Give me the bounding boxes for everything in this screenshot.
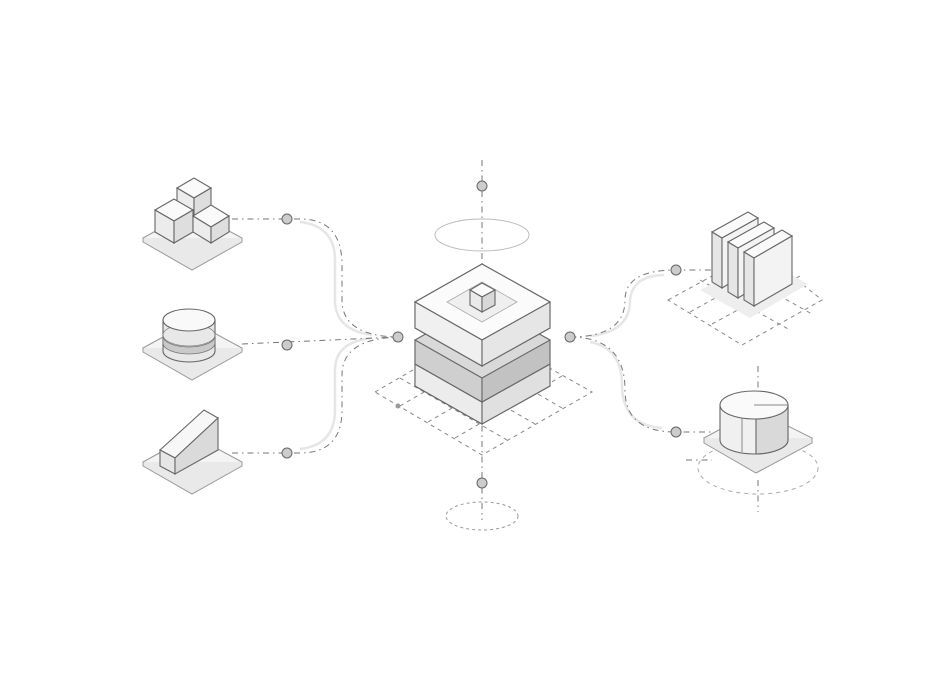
ghost-curve-right-top xyxy=(589,273,665,338)
node-dot xyxy=(564,331,576,343)
node-dot xyxy=(281,339,293,351)
ghost-curve-top xyxy=(299,220,373,337)
right-connectors xyxy=(564,264,712,438)
node-dot xyxy=(476,180,488,192)
hub-axis xyxy=(434,160,530,531)
grid-dot xyxy=(395,403,401,409)
orbit-ring-bottom xyxy=(445,501,519,531)
connector-pie xyxy=(569,336,712,433)
database-cylinder-icon xyxy=(141,308,244,381)
node-dot xyxy=(281,213,293,225)
node-dot xyxy=(392,331,404,343)
stacked-cubes-icon xyxy=(141,177,244,271)
ghost-curve-right-bottom xyxy=(589,340,663,430)
connector-database xyxy=(241,336,399,345)
left-connectors xyxy=(232,213,404,459)
pie-cylinder-icon xyxy=(686,366,819,512)
connector-ramp xyxy=(232,336,399,454)
node-dot xyxy=(670,264,682,276)
node-dot xyxy=(670,426,682,438)
ghost-curve-bottom xyxy=(299,336,373,451)
connector-cubes xyxy=(232,218,399,338)
node-dot xyxy=(281,447,293,459)
document-panels-icon xyxy=(666,211,823,346)
node-dot xyxy=(476,477,488,489)
layered-server-stack-icon xyxy=(413,263,552,425)
wedge-block-icon xyxy=(141,409,244,495)
orbit-ring-top xyxy=(434,218,530,252)
